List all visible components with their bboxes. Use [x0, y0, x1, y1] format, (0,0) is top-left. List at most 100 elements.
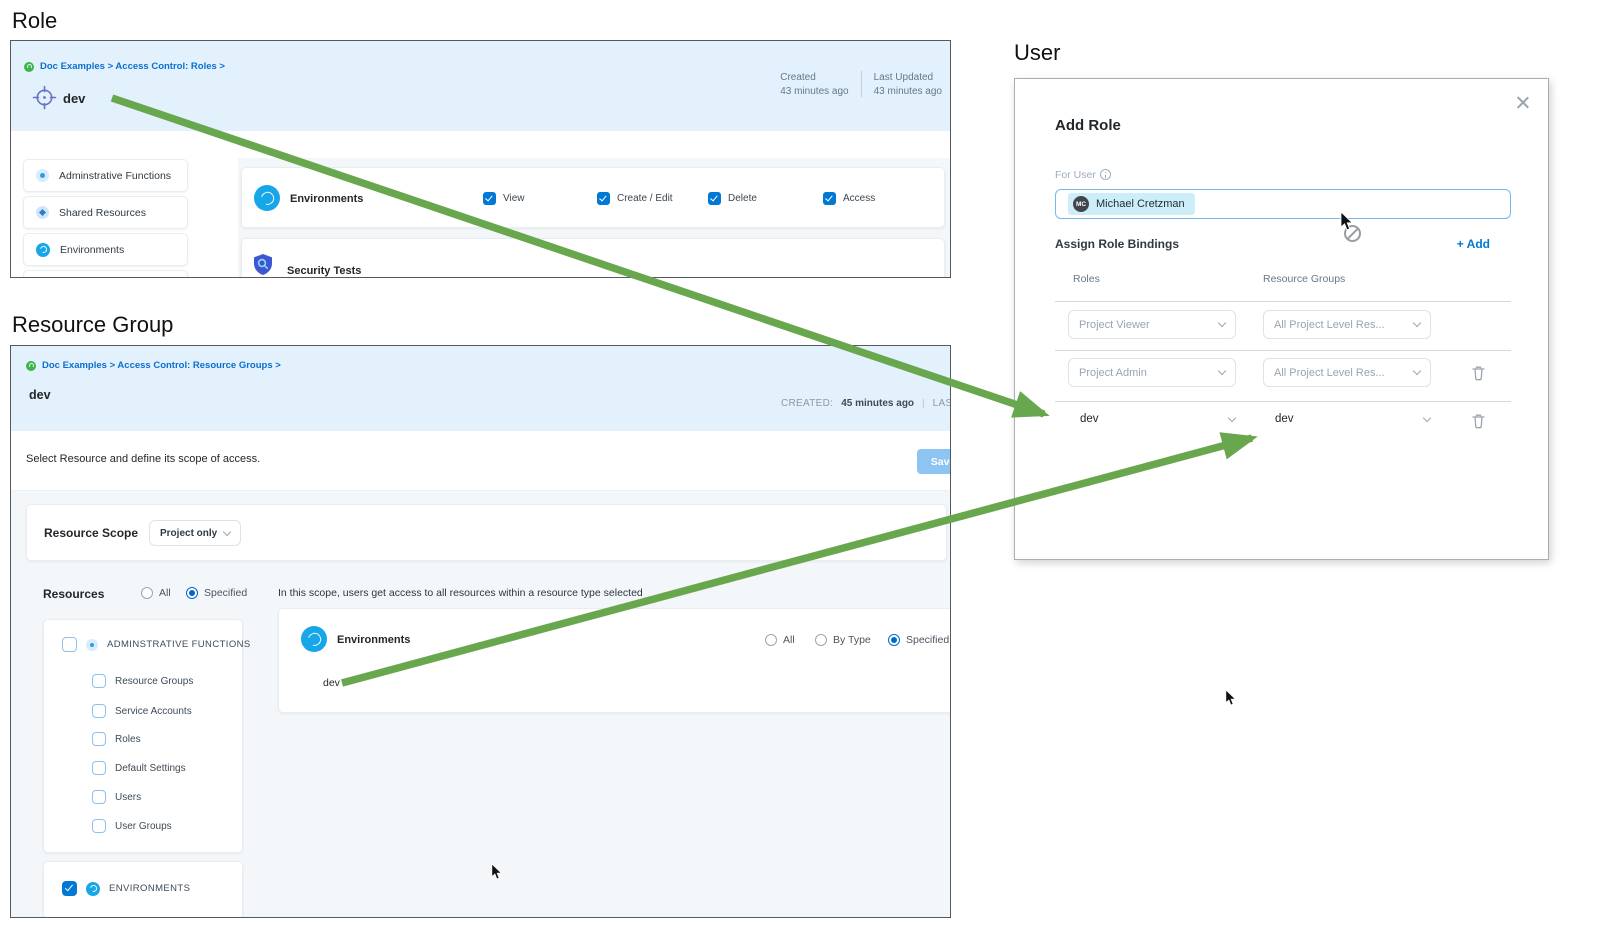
resources-radio-all[interactable]: All	[141, 587, 171, 599]
user-chip-name: Michael Cretzman	[1096, 198, 1185, 210]
permission-checkbox-access[interactable]: Access	[823, 192, 875, 205]
tree-item-users[interactable]: Users	[92, 790, 141, 804]
column-header-resource-groups: Resource Groups	[1263, 273, 1346, 285]
role-target-icon	[32, 85, 57, 110]
checkbox-checked-icon[interactable]	[708, 192, 721, 205]
tree-item-adminstrative-functions[interactable]: ADMINSTRATIVE FUNCTIONS	[62, 637, 251, 652]
environments-scope-card: Environments All By Type Specified dev	[278, 608, 950, 713]
close-icon[interactable]	[1515, 95, 1530, 110]
binding-role-dropdown-dev[interactable]: dev	[1080, 413, 1237, 425]
breadcrumb[interactable]: Doc Examples > Access Control: Resource …	[26, 360, 281, 371]
scope-radio-by-type[interactable]: By Type	[815, 634, 871, 646]
delete-binding-icon[interactable]	[1471, 413, 1486, 429]
environments-icon	[36, 242, 50, 257]
toolbar-instruction: Select Resource and define its scope of …	[26, 453, 261, 465]
binding-resource-group-dropdown[interactable]: All Project Level Res...	[1263, 310, 1431, 339]
security-tests-icon	[254, 254, 272, 275]
tree-item-user-groups[interactable]: User Groups	[92, 819, 172, 833]
adminstrative-functions-icon	[36, 169, 49, 182]
permissions-row-security-tests: Security Tests	[241, 238, 945, 277]
checkbox-checked-icon[interactable]	[823, 192, 836, 205]
scrolled-row-partial	[238, 131, 950, 158]
dialog-title: Add Role	[1055, 117, 1121, 134]
scope-radio-specified[interactable]: Specified	[888, 634, 949, 646]
breadcrumb[interactable]: Doc Examples > Access Control: Roles >	[24, 61, 225, 72]
environments-icon	[301, 626, 327, 652]
radio-icon[interactable]	[141, 587, 153, 599]
tree-item-roles[interactable]: Roles	[92, 732, 141, 746]
chevron-down-icon	[1217, 318, 1227, 328]
resource-scope-label: Resource Scope	[44, 526, 139, 540]
binding-role-dropdown[interactable]: Project Viewer	[1068, 310, 1236, 339]
env-scope-row-label: Environments	[337, 634, 411, 646]
permission-checkbox-delete[interactable]: Delete	[708, 192, 757, 205]
permission-checkbox-create-edit[interactable]: Create / Edit	[597, 192, 673, 205]
sidebar-item-shared-resources[interactable]: Shared Resources	[23, 196, 188, 229]
row-divider	[1055, 350, 1511, 351]
breadcrumb-text[interactable]: Doc Examples > Access Control: Resource …	[42, 360, 281, 371]
delete-binding-icon[interactable]	[1471, 365, 1486, 381]
checkbox-unchecked-icon[interactable]	[62, 637, 77, 652]
checkbox-unchecked-icon[interactable]	[92, 761, 106, 775]
chevron-down-icon	[1412, 318, 1422, 328]
sidebar-item-adminstrative-functions[interactable]: Adminstrative Functions	[23, 159, 188, 192]
environments-group-card: ENVIRONMENTS	[43, 861, 243, 917]
rg-panel-header: Doc Examples > Access Control: Resource …	[11, 346, 950, 431]
save-button[interactable]: Save	[917, 449, 950, 474]
sidebar-item-partial[interactable]	[23, 270, 188, 277]
user-chip[interactable]: MC Michael Cretzman	[1068, 193, 1195, 215]
selected-resource-dev: dev	[323, 677, 340, 689]
rg-content: Resource Scope Project only Resources Al…	[11, 491, 950, 917]
resources-tree-card: ADMINSTRATIVE FUNCTIONS Resource Groups …	[43, 619, 250, 853]
resources-radio-specified[interactable]: Specified	[186, 587, 247, 599]
add-binding-button[interactable]: + Add	[1456, 237, 1490, 251]
checkbox-unchecked-icon[interactable]	[92, 790, 106, 804]
checkbox-unchecked-icon[interactable]	[92, 732, 106, 746]
scope-radio-all[interactable]: All	[765, 634, 795, 646]
sidebar-item-environments[interactable]: Environments	[23, 233, 188, 266]
radio-selected-icon[interactable]	[888, 634, 900, 646]
created-value: 45 minutes ago	[841, 398, 915, 409]
role-meta: Created 43 minutes ago Last Updated 43 m…	[780, 71, 942, 99]
checkbox-checked-icon[interactable]	[62, 881, 77, 896]
permission-checkbox-view[interactable]: View	[483, 192, 525, 205]
role-panel-body: Adminstrative Functions Shared Resources…	[11, 131, 950, 277]
rg-title: dev	[29, 388, 51, 402]
binding-resource-group-dropdown[interactable]: All Project Level Res...	[1263, 358, 1431, 387]
info-icon[interactable]	[1099, 169, 1111, 180]
binding-role-dropdown[interactable]: Project Admin	[1068, 358, 1236, 387]
tree-item-environments[interactable]: ENVIRONMENTS	[62, 881, 190, 896]
breadcrumb-text[interactable]: Doc Examples > Access Control: Roles >	[40, 61, 225, 72]
row-divider	[1055, 401, 1511, 402]
for-user-label: For User	[1055, 169, 1111, 181]
checkbox-unchecked-icon[interactable]	[92, 819, 106, 833]
permissions-row-label: Environments	[290, 193, 364, 205]
updated-label: Last Updated	[873, 72, 934, 83]
permissions-row-label: Security Tests	[287, 265, 362, 277]
project-status-icon	[24, 61, 34, 72]
user-section-heading: User	[1014, 40, 1061, 65]
radio-icon[interactable]	[765, 634, 777, 646]
resource-scope-dropdown[interactable]: Project only	[149, 520, 241, 546]
row-divider	[1055, 301, 1511, 302]
resource-scope-value: Project only	[160, 527, 218, 539]
binding-resource-group-dropdown-dev[interactable]: dev	[1275, 413, 1432, 425]
checkbox-checked-icon[interactable]	[597, 192, 610, 205]
radio-icon[interactable]	[815, 634, 827, 646]
tree-item-service-accounts[interactable]: Service Accounts	[92, 704, 192, 718]
checkbox-checked-icon[interactable]	[483, 192, 496, 205]
tree-item-resource-groups[interactable]: Resource Groups	[92, 674, 193, 688]
tree-item-default-settings[interactable]: Default Settings	[92, 761, 186, 775]
for-user-input[interactable]: MC Michael Cretzman	[1055, 189, 1511, 219]
cursor-arrow	[1340, 212, 1353, 231]
add-role-dialog: Add Role For User MC Michael Cretzman As…	[1014, 78, 1549, 560]
chevron-down-icon	[1217, 366, 1227, 376]
checkbox-unchecked-icon[interactable]	[92, 704, 106, 718]
radio-selected-icon[interactable]	[186, 587, 198, 599]
resource-group-panel: Doc Examples > Access Control: Resource …	[10, 345, 951, 918]
cursor-arrow	[491, 864, 502, 880]
role-title: dev	[63, 91, 86, 106]
cursor-arrow	[1225, 690, 1236, 706]
checkbox-unchecked-icon[interactable]	[92, 674, 106, 688]
